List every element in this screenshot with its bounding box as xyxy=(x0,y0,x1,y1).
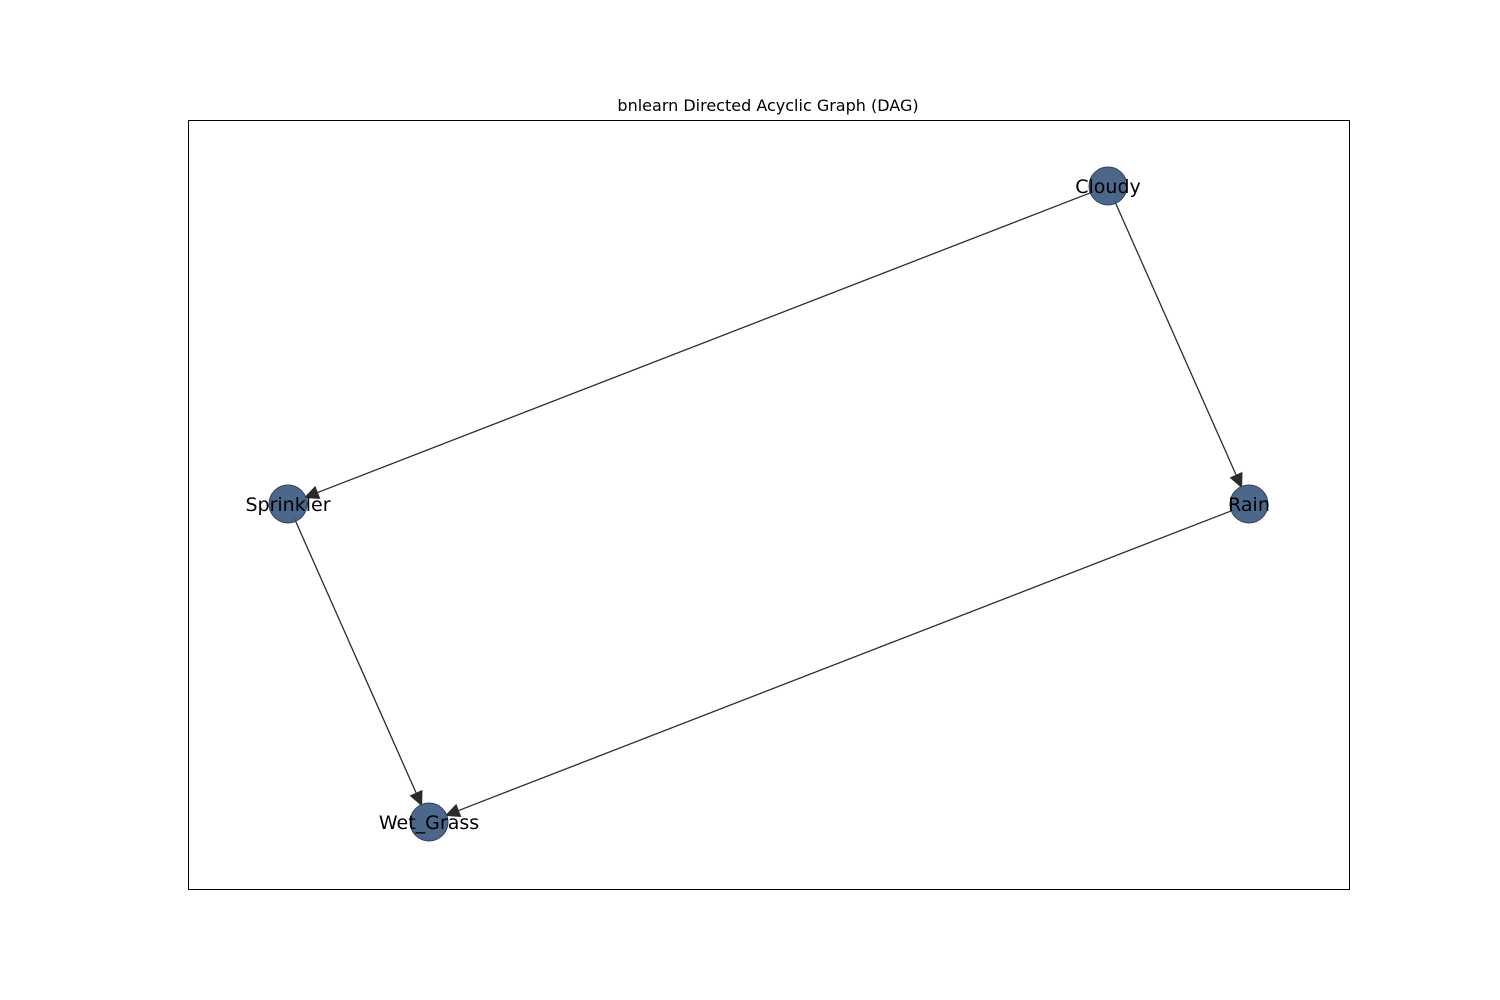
node-circle-rain xyxy=(1229,484,1269,524)
arrowhead-rain-to-wet_grass xyxy=(444,803,462,817)
edge-cloudy-to-rain xyxy=(1113,199,1237,476)
edges-layer xyxy=(293,190,1243,817)
arrowhead-cloudy-to-rain xyxy=(1229,471,1243,489)
node-circle-wet-grass xyxy=(409,802,449,842)
node-rain: Rain xyxy=(1228,484,1270,524)
node-wet-grass: Wet_Grass xyxy=(379,802,479,842)
node-label-sprinkler: Sprinkler xyxy=(245,494,330,516)
node-label-rain: Rain xyxy=(1228,494,1270,516)
arrowhead-sprinkler-to-wet_grass xyxy=(409,789,423,807)
node-circle-cloudy xyxy=(1088,166,1128,206)
node-circle-sprinkler xyxy=(268,484,308,524)
node-label-wet-grass: Wet_Grass xyxy=(379,812,479,834)
edge-rain-to-wet_grass xyxy=(458,508,1236,812)
plot-frame xyxy=(188,120,1350,890)
edge-cloudy-to-sprinkler xyxy=(317,190,1095,494)
plot-title: bnlearn Directed Acyclic Graph (DAG) xyxy=(617,96,918,115)
edge-sprinkler-to-wet_grass xyxy=(293,517,417,794)
node-cloudy: Cloudy xyxy=(1075,166,1141,206)
arrowhead-cloudy-to-sprinkler xyxy=(303,485,321,499)
node-sprinkler: Sprinkler xyxy=(245,484,331,524)
node-label-cloudy: Cloudy xyxy=(1075,176,1141,198)
